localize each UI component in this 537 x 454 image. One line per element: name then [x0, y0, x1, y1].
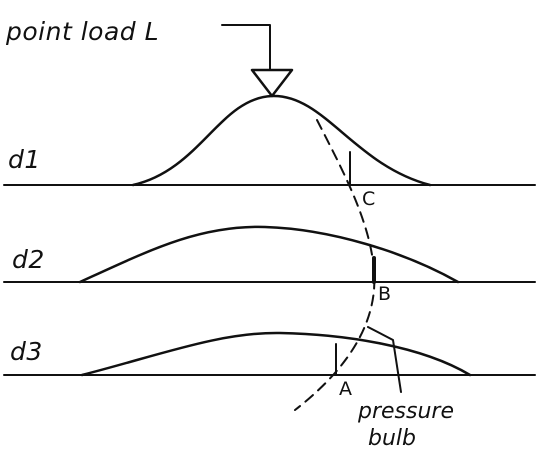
load-leader-line	[221, 24, 271, 71]
bulb-leader-line	[367, 326, 402, 393]
load-triangle-icon	[250, 68, 294, 98]
depth-label-d2: d2	[12, 245, 45, 274]
bulb-label-line-2: bulb	[368, 426, 416, 451]
stress-curve-d1	[131, 94, 432, 187]
point-label-b: B	[378, 283, 391, 305]
stress-curve-d3	[80, 331, 472, 377]
bulb-label: pressure bulb	[357, 399, 461, 451]
pressure-bulb-curve	[294, 119, 376, 411]
point-label-a: A	[339, 378, 352, 400]
depth-label-d1: d1	[8, 145, 41, 174]
bulb-label-line-1: pressure	[357, 399, 454, 424]
point-label-c: C	[362, 188, 375, 210]
depth-label-d3: d3	[10, 337, 43, 366]
stress-curve-d2	[78, 225, 460, 284]
load-label: point load L	[5, 17, 159, 46]
